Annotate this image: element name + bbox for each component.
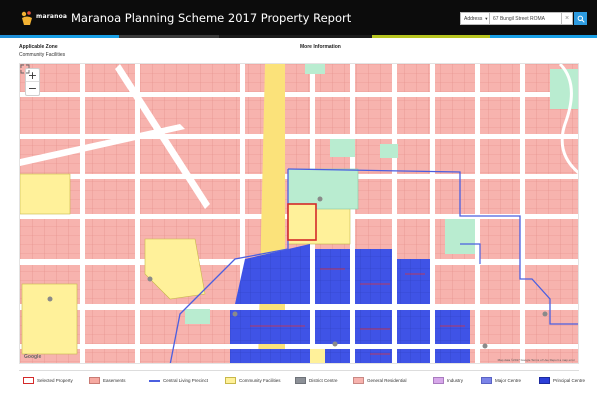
legend-swatch [225,377,236,384]
zoom-out-button[interactable]: − [27,82,38,95]
map-marker-icon[interactable] [47,296,53,302]
legend-item: Major Centre [477,371,535,391]
address-search: Address ▼ × [460,12,587,25]
legend-label: General Residential [367,378,407,383]
search-icon [577,15,585,23]
legend-swatch [353,377,364,384]
zoom-control: + − [25,68,40,96]
search-button[interactable] [574,12,587,25]
more-information-link[interactable]: More Information [300,44,341,50]
legend-swatch [23,377,34,384]
legend-item: Principal Centre [535,371,585,391]
map-marker-icon[interactable] [542,311,548,317]
legend-item: Easements [85,371,145,391]
header-accent-stripes [0,35,597,38]
map-marker-icon[interactable] [482,343,488,349]
search-type-select[interactable]: Address ▼ [460,12,490,25]
legend-label: Industry [447,378,464,383]
search-input[interactable] [490,12,562,25]
legend-item: District Centre [291,371,349,391]
clear-search-button[interactable]: × [562,12,573,25]
easement-lines [250,268,465,355]
page-title: Maranoa Planning Scheme 2017 Property Re… [71,11,352,25]
zone-info-row: Applicable Zone Community Facilities Mor… [0,41,597,63]
legend-label: Principal Centre [553,378,586,383]
google-logo: Google [24,354,42,360]
legend-swatch [539,377,550,384]
community-facility-reserve [144,238,206,300]
open-space-small-2 [380,144,398,158]
map-marker-icon[interactable] [317,196,323,202]
legend-item: General Residential [349,371,429,391]
community-facility-south [310,349,325,363]
legend-item: Selected Property [19,371,85,391]
legend-label: Community Facilities [239,378,281,383]
open-space-corner [550,69,578,109]
chevron-down-icon: ▼ [484,16,489,21]
precinct-line-east [460,243,481,264]
community-facility-west [20,173,71,215]
legend-label: Selected Property [37,378,73,383]
map-attribution[interactable]: Map data ©2017 Google Terms of Use Repor… [497,358,575,362]
legend-swatch [295,377,306,384]
map-canvas[interactable] [20,64,579,364]
open-space-east [445,219,475,254]
central-living-precinct-line [287,168,578,325]
legend-label: Central Living Precinct [163,378,209,383]
legend-item: Community Facilities [221,371,291,391]
community-facility-school [21,283,78,355]
applicable-zone-value: Community Facilities [19,52,66,58]
open-space-sw [185,309,210,324]
legend-label: District Centre [309,378,338,383]
open-space-small-1 [330,139,355,157]
fullscreen-icon[interactable] [20,64,30,74]
legend-swatch [433,377,444,384]
legend-label: Easements [103,378,126,383]
map-marker-icon[interactable] [232,311,238,317]
legend-item: Industry [429,371,477,391]
legend-swatch [89,377,100,384]
maranoa-logo-icon [21,11,32,25]
legend-item: Central Living Precinct [145,371,221,391]
map-legend: Selected Property Easements Central Living… [19,370,585,391]
principal-centre-zone [230,244,470,363]
close-icon: × [564,15,570,22]
map-marker-icon[interactable] [332,341,338,347]
legend-swatch [481,377,492,384]
applicable-zone-label: Applicable Zone [19,44,58,50]
open-space-north [305,64,325,74]
curved-road [558,64,578,175]
legend-swatch [149,379,160,382]
map-marker-icon[interactable] [147,276,153,282]
top-header: maranoa Maranoa Planning Scheme 2017 Pro… [0,0,597,35]
logo-text: maranoa [36,13,68,20]
open-space-block [287,168,359,210]
search-type-label: Address [464,15,483,22]
selected-property[interactable] [287,203,317,241]
zoning-map[interactable]: + − Google Map data ©2017 Google Terms o… [19,63,579,364]
legend-label: Major Centre [495,378,522,383]
zoom-in-button[interactable]: + [26,69,39,82]
